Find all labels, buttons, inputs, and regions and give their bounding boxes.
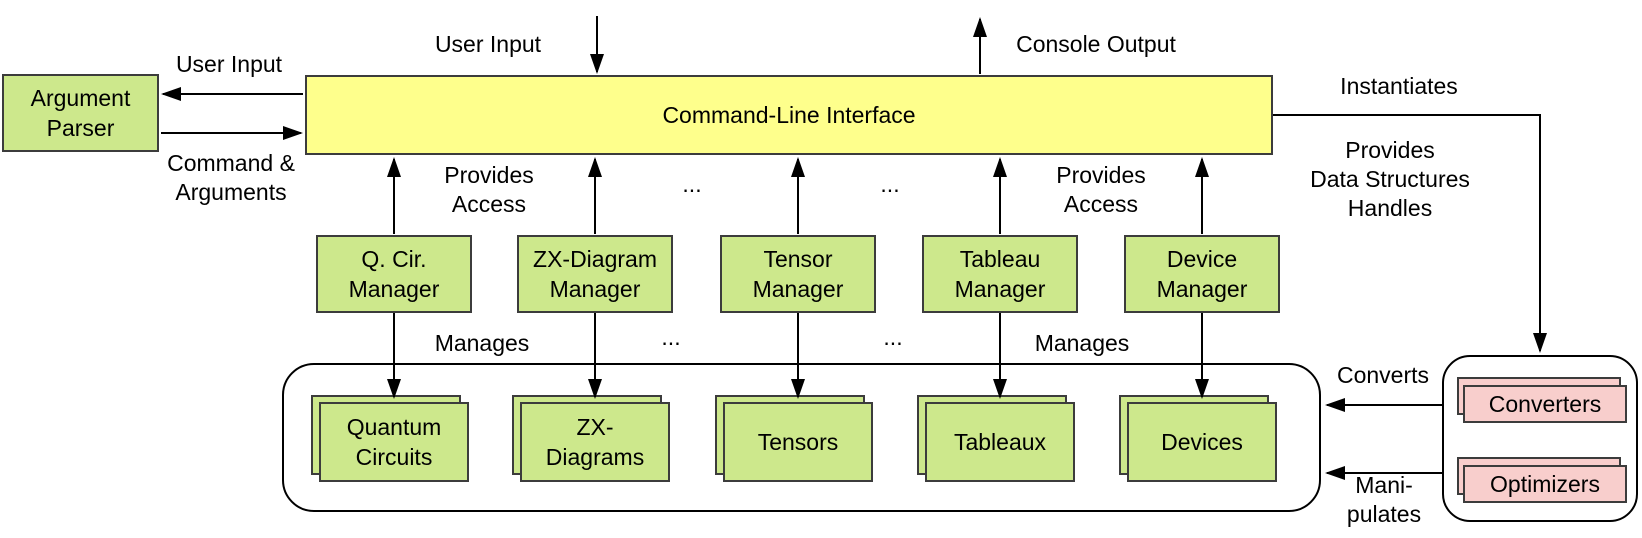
stack-label: Devices [1161,429,1243,455]
argument-parser-node: Argument Parser [2,74,159,152]
label-manages-left: Manages [434,330,530,356]
label-console-output: Console Output [1016,31,1176,57]
manager-label: Device Manager [1156,246,1248,302]
manager-label: Tableau Manager [954,246,1046,302]
label-ellipsis-bottom-left: ... [661,324,681,350]
manager-node-q-cir: Q. Cir. Manager [316,235,472,313]
manager-node-tableau: Tableau Manager [922,235,1078,313]
stack-label: Tensors [757,429,839,455]
stack-label: Tableaux [953,429,1047,455]
manager-node-tensor: Tensor Manager [720,235,876,313]
label-manages-right: Manages [1034,330,1130,356]
manager-label: Q. Cir. Manager [348,246,440,302]
label-user-input-top: User Input [434,31,542,57]
stack-front-layer: Quantum Circuits [319,402,469,482]
stack-zx-diagrams: ZX- Diagrams [512,395,670,482]
optimizers-label: Optimizers [1490,471,1600,497]
argument-parser-label: Argument Parser [30,85,131,141]
manager-label: ZX-Diagram Manager [533,246,657,302]
stack-tensors: Tensors [715,395,873,482]
label-ellipsis-top-right: ... [880,171,900,197]
stack-front-layer: Optimizers [1463,465,1627,503]
stack-label: Quantum Circuits [346,414,442,470]
label-provides-data-structures-handles: Provides Data Structures Handles [1310,137,1470,221]
stack-optimizers: Optimizers [1457,457,1627,503]
converters-label: Converters [1488,391,1602,417]
label-provides-access-left: Provides Access [444,162,534,217]
label-command-arguments: Command & Arguments [167,150,295,205]
label-ellipsis-top-left: ... [682,171,702,197]
label-converts: Converts [1336,362,1430,388]
manager-node-device: Device Manager [1124,235,1280,313]
stack-front-layer: Devices [1127,402,1277,482]
label-manipulates: Mani- pulates [1346,472,1422,527]
label-instantiates: Instantiates [1340,73,1458,99]
stack-front-layer: ZX- Diagrams [520,402,670,482]
stack-front-layer: Tableaux [925,402,1075,482]
stack-front-layer: Converters [1463,385,1627,423]
label-user-input-parser: User Input [175,51,283,77]
label-ellipsis-bottom-right: ... [883,324,903,350]
label-provides-access-right: Provides Access [1056,162,1146,217]
stack-quantum-circuits: Quantum Circuits [311,395,469,482]
stack-label: ZX- Diagrams [545,414,645,470]
cli-node: Command-Line Interface [305,75,1273,155]
stack-front-layer: Tensors [723,402,873,482]
stack-tableaux: Tableaux [917,395,1075,482]
manager-label: Tensor Manager [752,246,844,302]
cli-label: Command-Line Interface [662,102,916,128]
stack-devices: Devices [1119,395,1277,482]
stack-converters: Converters [1457,377,1627,423]
manager-node-zx-diagram: ZX-Diagram Manager [517,235,673,313]
